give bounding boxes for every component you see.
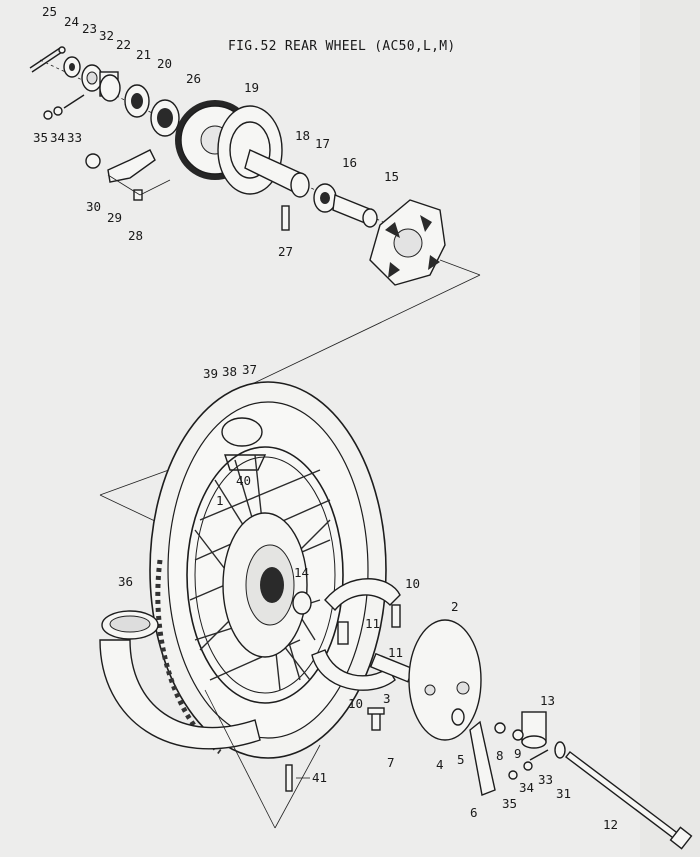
label-14: 14 [294, 565, 309, 580]
label-36: 36 [118, 574, 133, 589]
label-21: 21 [136, 47, 151, 62]
label-23: 23 [82, 21, 97, 36]
washer-part [81, 64, 103, 92]
nut-part [494, 722, 506, 734]
label-11-b: 11 [388, 645, 403, 660]
bearing-part [150, 99, 180, 137]
sprocket-bolt-part [281, 205, 290, 231]
label-28: 28 [128, 228, 143, 243]
label-24: 24 [64, 14, 79, 29]
rear-axle-part [565, 751, 693, 850]
label-19: 19 [244, 80, 259, 95]
label-16: 16 [342, 155, 357, 170]
label-7: 7 [387, 755, 395, 770]
spacer-bearing-part [313, 183, 337, 213]
shoe-spring-parts [337, 604, 401, 645]
label-13: 13 [540, 693, 555, 708]
label-27: 27 [278, 244, 293, 259]
label-8: 8 [496, 748, 504, 763]
label-35-top: 35 [33, 130, 48, 145]
brake-shoe-upper-part [324, 578, 401, 612]
label-20: 20 [157, 56, 172, 71]
label-39: 39 [203, 366, 218, 381]
label-34-top: 34 [50, 130, 65, 145]
hub-shaft-part [244, 149, 310, 198]
hub-bearing-part [292, 591, 312, 615]
label-18: 18 [295, 128, 310, 143]
bleed-through-artifacts [640, 0, 700, 857]
felt-seal-part [451, 708, 465, 726]
label-11-a: 11 [365, 616, 380, 631]
washer-small-part [512, 729, 524, 741]
small-washers-bottom [508, 749, 549, 780]
label-33-top: 33 [67, 130, 82, 145]
bolt-part [367, 707, 385, 731]
label-31: 31 [556, 786, 571, 801]
part-number-labels: 25 24 23 32 22 21 20 26 19 18 17 16 15 3… [33, 4, 618, 832]
brake-arm-part [469, 720, 496, 796]
label-26: 26 [186, 71, 201, 86]
collar-part [99, 71, 121, 102]
label-2: 2 [451, 599, 459, 614]
distance-collar-part [332, 194, 378, 228]
label-17: 17 [315, 136, 330, 151]
figure-title: FIG.52 REAR WHEEL (AC50,L,M) [228, 39, 456, 54]
label-38: 38 [222, 364, 237, 379]
label-15: 15 [384, 169, 399, 184]
label-30: 30 [86, 199, 101, 214]
label-1: 1 [216, 493, 224, 508]
label-25: 25 [42, 4, 57, 19]
label-32: 32 [99, 28, 114, 43]
rim-band-part [99, 610, 261, 750]
guide-line [249, 274, 481, 386]
label-34-bottom: 34 [519, 780, 534, 795]
label-41: 41 [312, 770, 327, 785]
guide-line [439, 259, 481, 276]
label-33-bottom: 33 [538, 772, 553, 787]
axle-nut-part [63, 56, 81, 78]
label-5: 5 [457, 752, 465, 767]
label-29: 29 [107, 210, 122, 225]
label-10-top: 10 [405, 576, 420, 591]
wheel-hub-part [222, 512, 308, 658]
cotter-pin-part [29, 46, 66, 73]
label-22: 22 [116, 37, 131, 52]
spoke-nipple-part [285, 764, 293, 792]
guide-line [204, 689, 276, 829]
oil-seal-part [124, 84, 150, 118]
label-37: 37 [242, 362, 257, 377]
label-6: 6 [470, 805, 478, 820]
chain-adjuster-parts [85, 149, 171, 201]
small-washers-top [43, 94, 85, 120]
damper-rubber-part [369, 199, 446, 286]
tube-flap-part [221, 417, 267, 471]
label-10-bottom: 10 [348, 696, 363, 711]
guide-line [274, 744, 321, 829]
label-12: 12 [603, 817, 618, 832]
label-35-bottom: 35 [502, 796, 517, 811]
axle-washer-part [554, 741, 566, 759]
label-3: 3 [383, 691, 391, 706]
label-4: 4 [436, 757, 444, 772]
label-9: 9 [514, 746, 522, 761]
brake-panel-part [408, 619, 482, 741]
axle-collar-part [521, 711, 547, 749]
label-40: 40 [236, 473, 251, 488]
